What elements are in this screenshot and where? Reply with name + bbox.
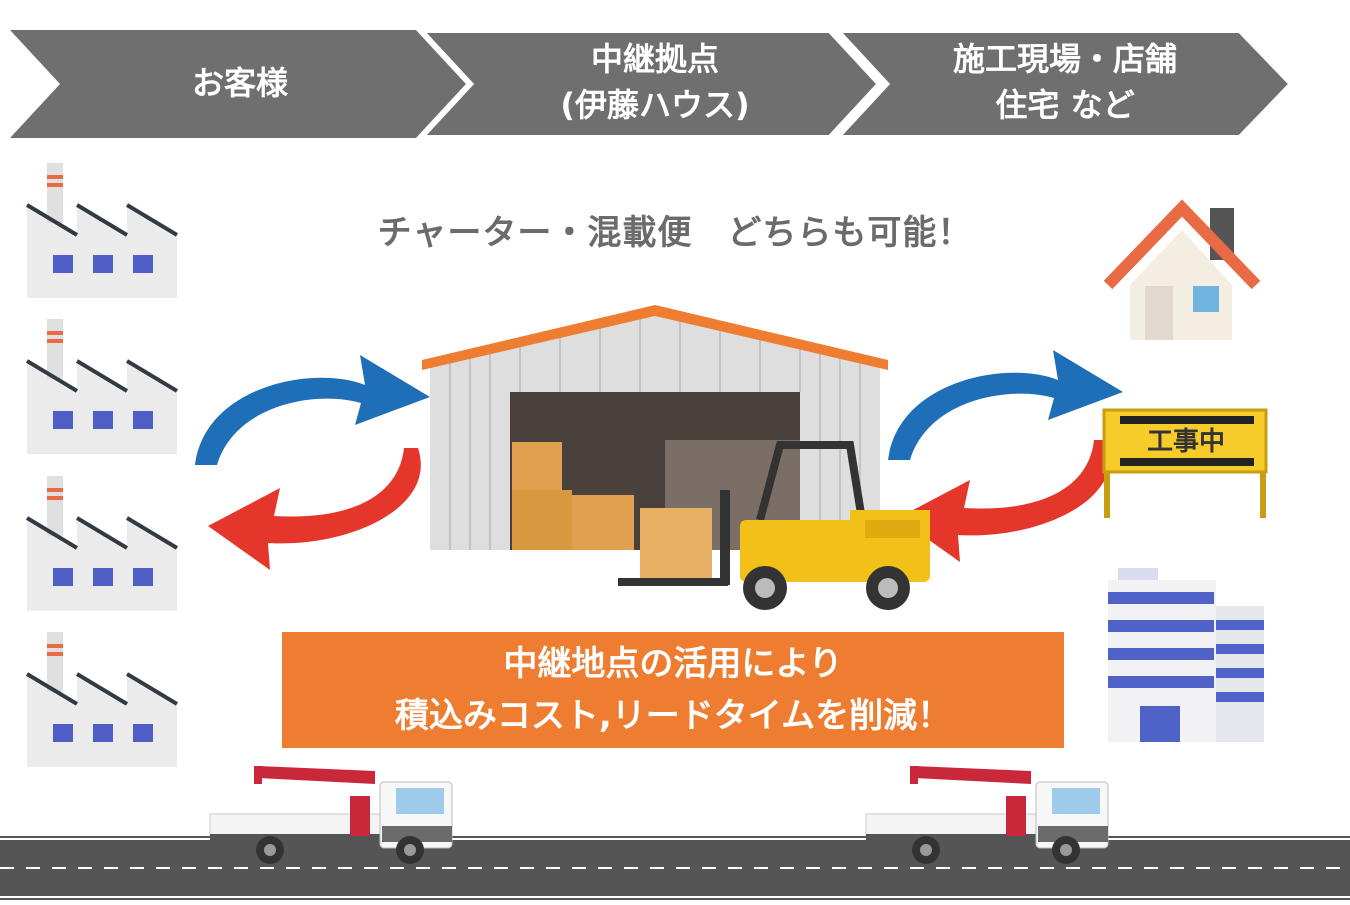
- chevron-destination-label: 施工現場・店舗 住宅 など: [900, 36, 1230, 128]
- construction-sign-icon: 工事中: [1102, 408, 1268, 518]
- chevron-customer: [10, 30, 470, 138]
- chevron-relay-line2: (伊藤ハウス): [560, 86, 750, 124]
- chevron-relay-base: [413, 27, 885, 141]
- chevron-relay-line1: 中継拠点: [590, 40, 719, 78]
- factory-icon: [25, 317, 179, 456]
- benefit-banner-line2: 積込みコスト,リードタイムを削減！: [394, 696, 952, 736]
- sign-label: 工事中: [1147, 427, 1225, 457]
- arrow-icon: [208, 448, 421, 570]
- house-icon: [1103, 199, 1261, 340]
- arrow-icon: [888, 350, 1123, 460]
- chevron-destination: [829, 27, 1297, 141]
- office-building-icon: [1108, 568, 1264, 742]
- chevron-customer-line1: お客様: [191, 64, 288, 102]
- forklift-icon: [618, 441, 930, 610]
- chevron-destination-line1: 施工現場・店舗: [952, 40, 1177, 78]
- chevron-relay-label: 中継拠点 (伊藤ハウス): [500, 36, 810, 128]
- factory-icon: [25, 161, 179, 300]
- arrow-icon: [195, 355, 430, 465]
- chevron-destination-line2: 住宅 など: [995, 86, 1135, 124]
- chevron-customer-label: お客様: [110, 60, 370, 106]
- tagline: チャーター・混載便 どちらも可能！: [377, 213, 973, 253]
- benefit-banner: 中継地点の活用により 積込みコスト,リードタイムを削減！: [282, 632, 1064, 748]
- factory-icon: [25, 474, 179, 613]
- process-chevrons: [10, 27, 1297, 141]
- factory-icon: [25, 630, 179, 769]
- benefit-banner-line1: 中継地点の活用により: [503, 644, 843, 684]
